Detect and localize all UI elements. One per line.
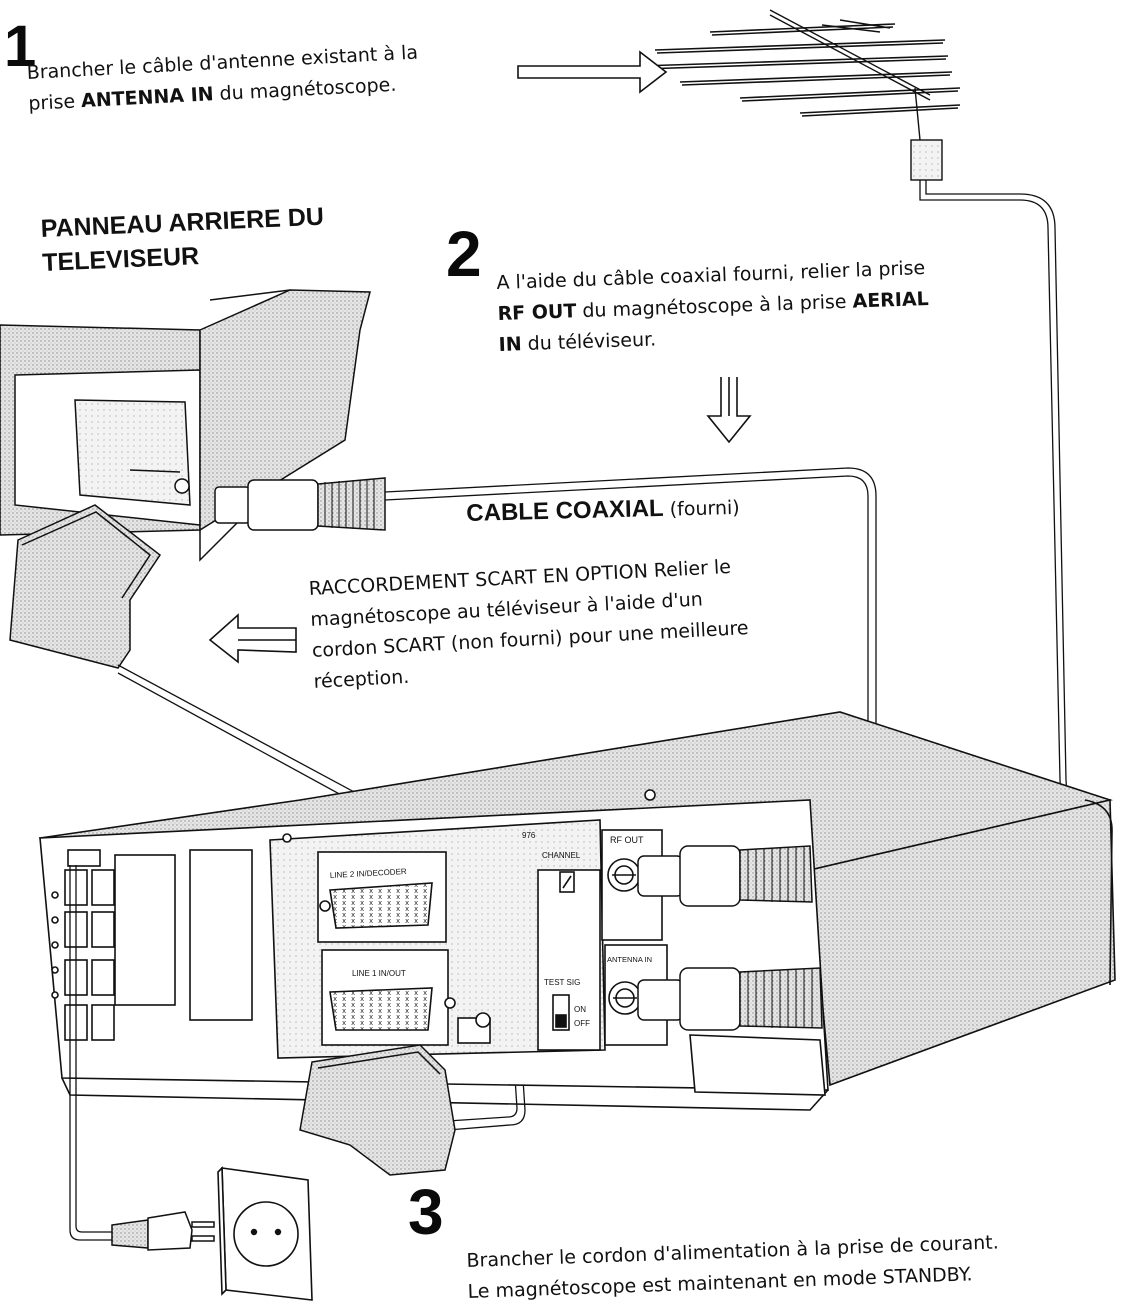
step-1-number: 1 [4, 14, 37, 79]
scart-plug-vcr [299, 1044, 456, 1176]
vcr-label-code: 976 [522, 831, 536, 840]
step-3-number: 3 [408, 1176, 444, 1248]
arrow-down-icon [706, 377, 752, 444]
vcr-label-off: OFF [574, 1019, 590, 1028]
step-2-number: 2 [446, 218, 482, 290]
power-plug-icon [111, 1211, 215, 1251]
tv-coax-plug [214, 477, 386, 531]
antenna-icon [639, 9, 961, 181]
vcr-label-antenna-in: ANTENNA IN [607, 955, 652, 964]
vcr-label-line2: LINE 2 IN/DECODER [330, 867, 407, 880]
step-2-text: A l'aide du câble coaxial fourni, relier… [496, 249, 1039, 361]
vcr-rf-plug [637, 845, 813, 907]
wall-socket-icon [217, 1166, 313, 1301]
tv-panel-title: PANNEAU ARRIERE DU TELEVISEUR [40, 200, 326, 280]
vcr-label-test-sig: TEST SIG [544, 978, 580, 987]
vcr-label-line1: LINE 1 IN/OUT [352, 969, 406, 978]
vcr-label-rf-out: RF OUT [610, 835, 644, 845]
coax-label-rest: (fourni) [663, 496, 740, 521]
vcr-label-on: ON [574, 1005, 586, 1014]
vcr-rear [38, 711, 1116, 1111]
vcr-label-channel: CHANNEL [542, 851, 581, 860]
vcr-antenna-plug [637, 967, 823, 1031]
arrow-right-icon [517, 50, 668, 94]
tv-back-panel [0, 289, 371, 562]
arrow-left-icon [208, 613, 297, 664]
power-cord [69, 865, 112, 1241]
scart-plug-tv [9, 504, 162, 669]
coax-label-bold: CABLE COAXIAL [466, 494, 664, 527]
